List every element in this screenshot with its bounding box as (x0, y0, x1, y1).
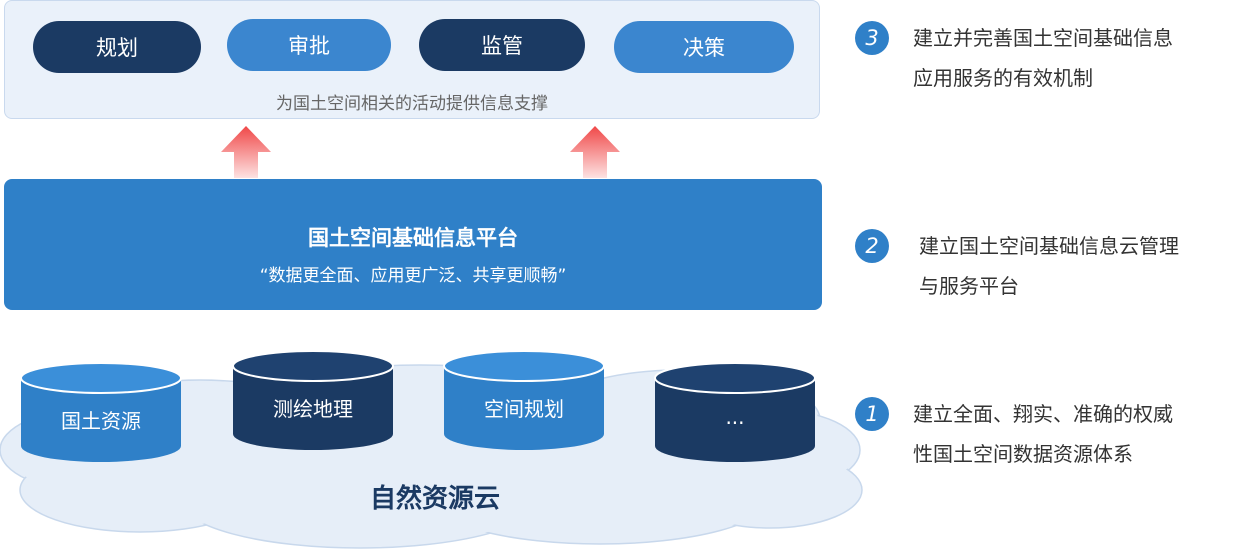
database-label: 空间规划 (484, 397, 564, 421)
database-label-1-wrap: 国土资源 (20, 380, 182, 480)
step-text-line: 建立全面、翔实、准确的权威 (913, 402, 1173, 426)
database-label: 测绘地理 (273, 397, 353, 421)
pill-decision[interactable]: 决策 (614, 21, 794, 73)
step-text: 建立并完善国土空间基础信息 应用服务的有效机制 (913, 18, 1233, 98)
step-text-line: 性国土空间数据资源体系 (913, 442, 1133, 466)
platform-title: 国土空间基础信息平台 (308, 226, 518, 250)
step-number-badge: 3 (855, 21, 889, 55)
step-text-line: 应用服务的有效机制 (913, 66, 1093, 90)
step-number-badge: 1 (855, 397, 889, 431)
database-cylinder-3 (443, 350, 605, 450)
step-number-badge: 2 (855, 229, 889, 263)
database-label: ... (725, 405, 745, 429)
database-cylinder-2 (232, 350, 394, 450)
database-label-3-wrap: 空间规划 (443, 368, 605, 468)
platform-subtitle: “数据更全面、应用更广泛、共享更顺畅” (259, 266, 567, 286)
pill-approval[interactable]: 审批 (227, 19, 391, 71)
database-label: 国土资源 (61, 409, 141, 433)
step-text-line: 建立国土空间基础信息云管理 (919, 234, 1179, 258)
application-layer-subtitle: 为国土空间相关的活动提供信息支撑 (276, 94, 548, 114)
database-cylinder-4 (654, 362, 816, 462)
database-label-4-wrap: ... (654, 380, 816, 480)
up-arrow-right-icon (570, 126, 620, 178)
cloud-label: 自然资源云 (369, 484, 500, 514)
step-text-line: 建立并完善国土空间基础信息 (913, 26, 1173, 50)
pill-planning[interactable]: 规划 (33, 21, 201, 73)
database-cylinder-1 (20, 362, 182, 462)
database-label-2-wrap: 测绘地理 (232, 368, 394, 468)
step-text: 建立国土空间基础信息云管理 与服务平台 (919, 226, 1239, 306)
application-layer-box: 规划 审批 监管 决策 为国土空间相关的活动提供信息支撑 (4, 0, 820, 119)
step-text: 建立全面、翔实、准确的权威 性国土空间数据资源体系 (913, 394, 1233, 474)
pill-supervision[interactable]: 监管 (419, 19, 585, 71)
step-text-line: 与服务平台 (919, 274, 1019, 298)
platform-box: 国土空间基础信息平台 “数据更全面、应用更广泛、共享更顺畅” (4, 179, 822, 310)
up-arrow-left-icon (221, 126, 271, 178)
